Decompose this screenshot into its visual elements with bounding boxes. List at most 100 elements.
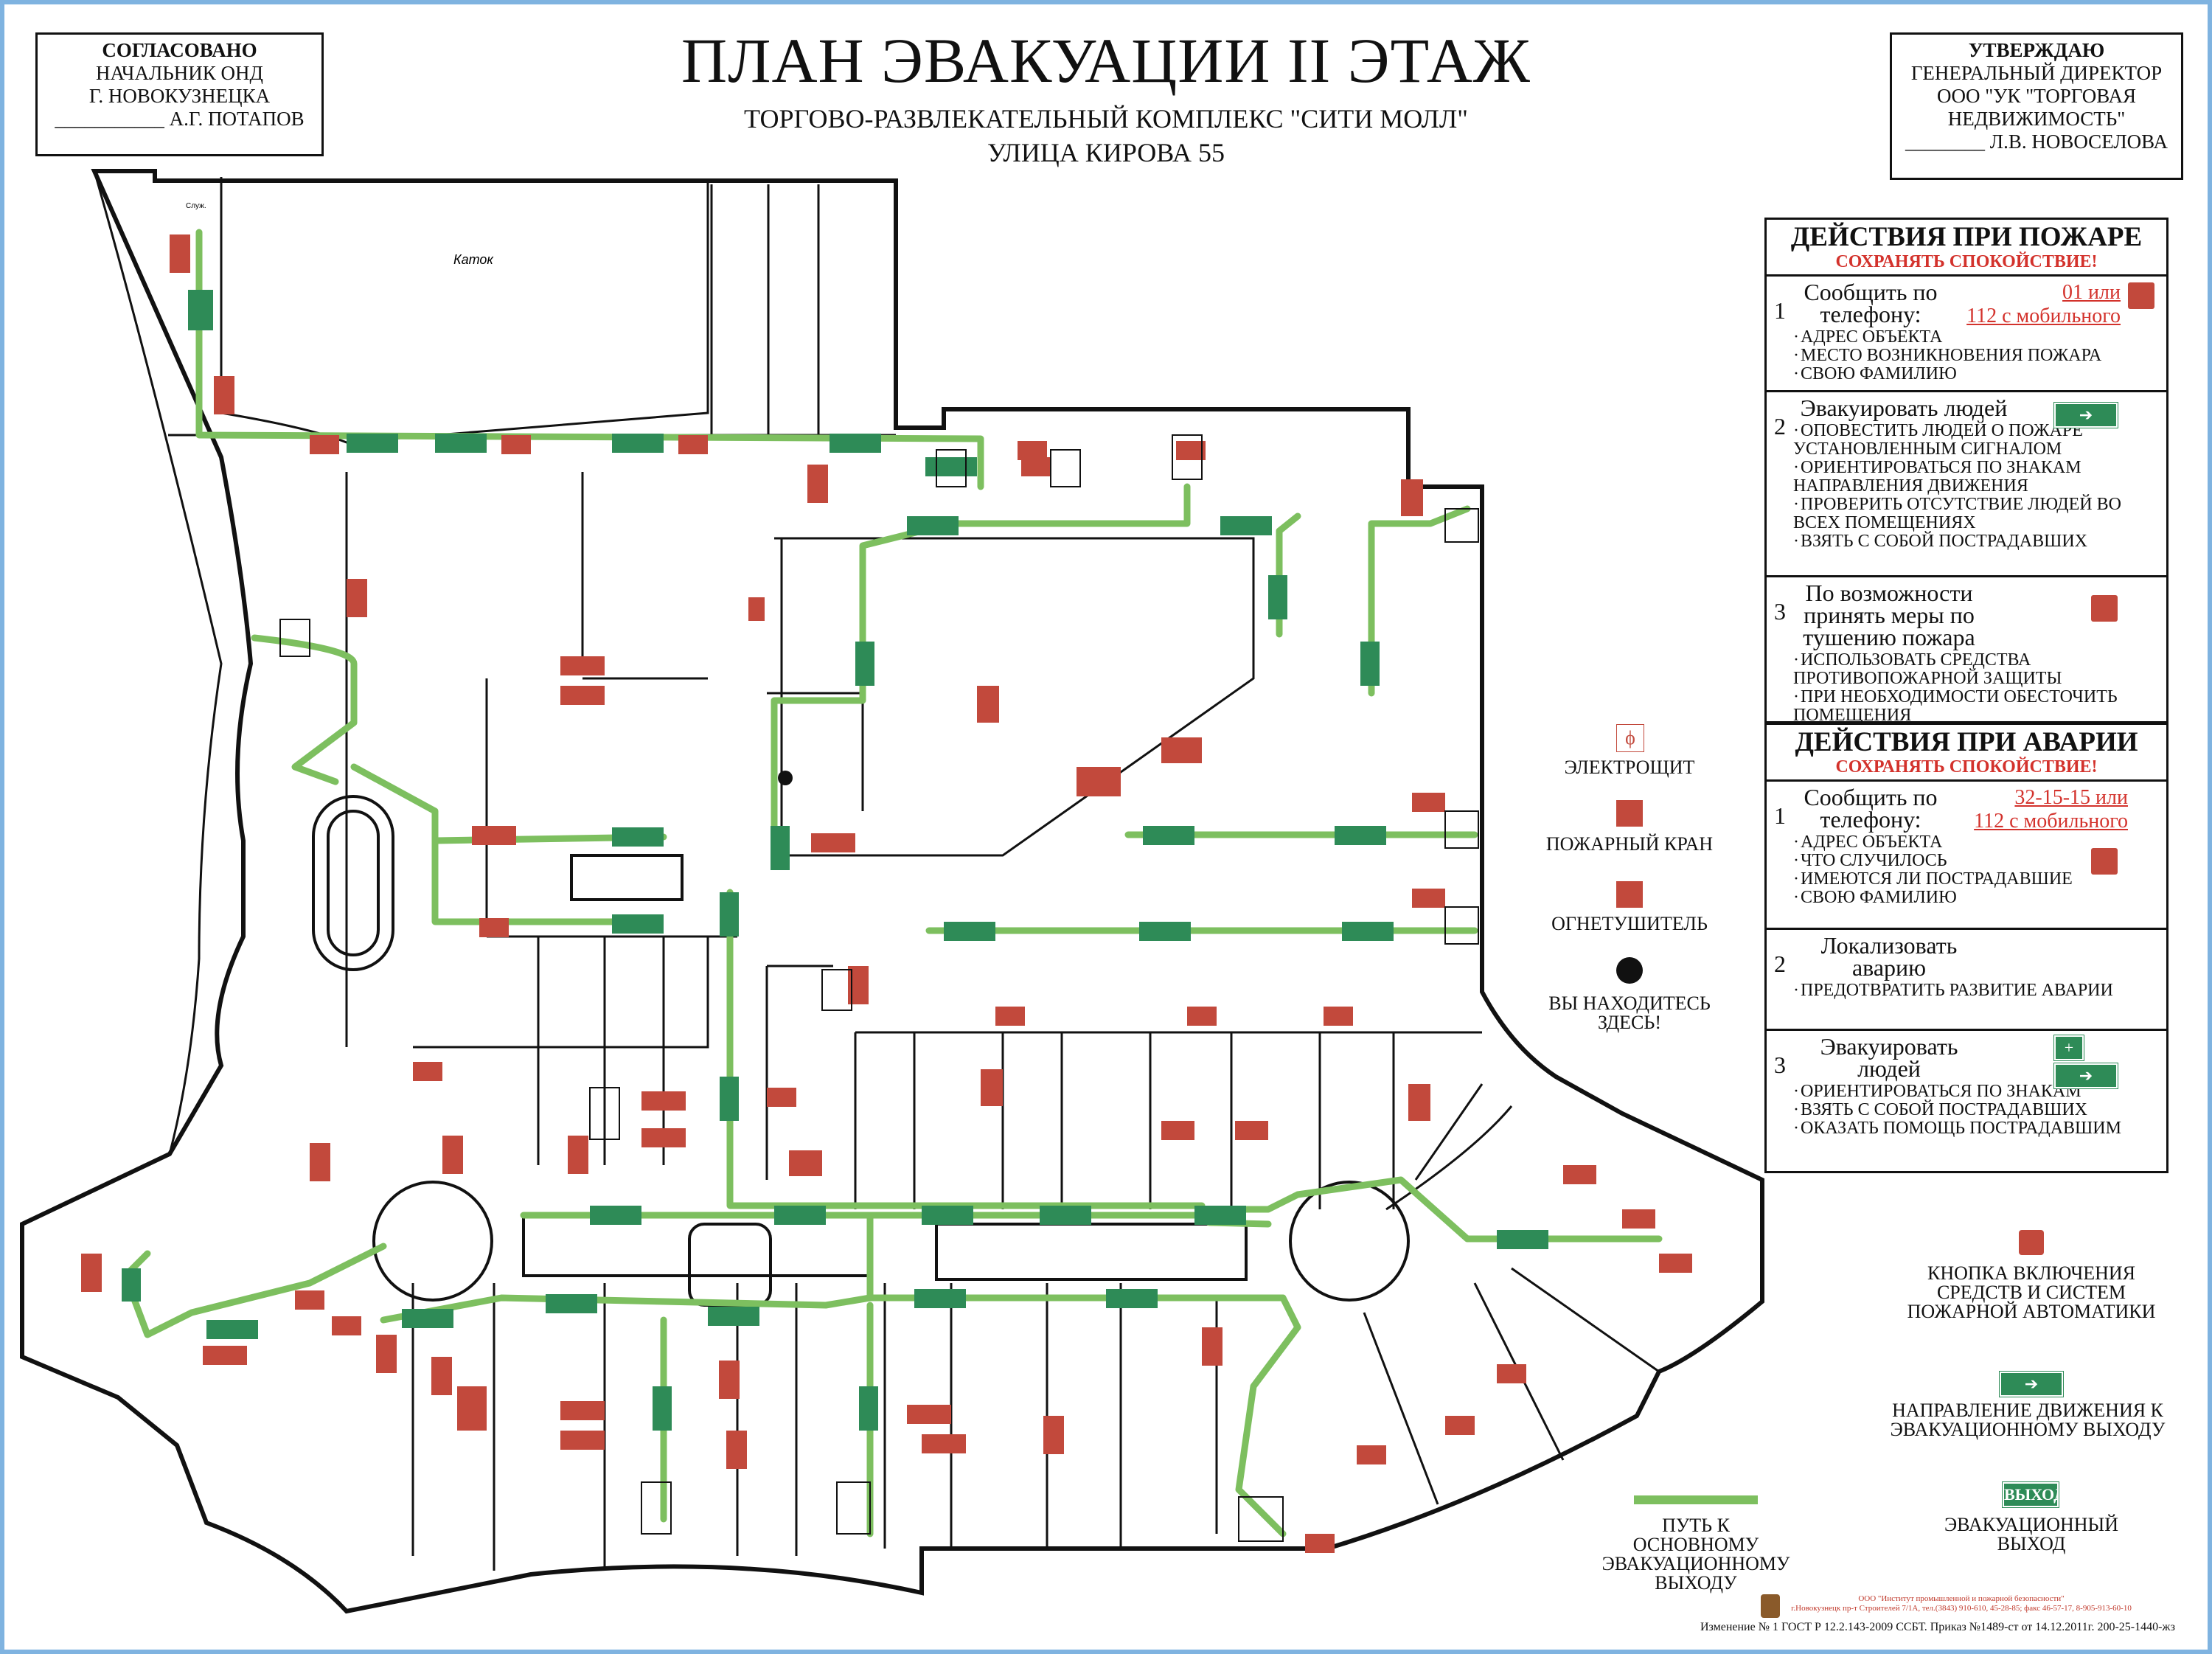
list-item: ВЗЯТЬ С СОБОЙ ПОСТРАДАВШИХ	[1793, 532, 2159, 551]
page-title: ПЛАН ЭВАКУАЦИИ II ЭТАЖ	[681, 25, 1531, 96]
phone-number: 01 или	[2062, 281, 2121, 304]
alarm-button-icon	[2019, 1230, 2044, 1255]
fire-equipment	[81, 234, 1692, 1553]
accident-step-1: 1 Сообщить по телефону: 32-15-15 или 112…	[1767, 782, 2166, 930]
phone-icon	[2091, 848, 2118, 875]
exit-sign-icon: ВЫХОД	[2002, 1481, 2065, 1508]
fire-hydrant-icon	[1616, 800, 1643, 827]
step-list: ОРИЕНТИРОВАТЬСЯ ПО ЗНАКАМ ВЗЯТЬ С СОБОЙ …	[1793, 1083, 2159, 1138]
step-list: АДРЕС ОБЪЕКТА МЕСТО ВОЗНИКНОВЕНИЯ ПОЖАРА…	[1793, 328, 2159, 383]
step-list: АДРЕС ОБЪЕКТА ЧТО СЛУЧИЛОСЬ ИМЕЮТСЯ ЛИ П…	[1793, 833, 2159, 907]
step-number: 2	[1774, 951, 1786, 977]
fire-actions-heading: ДЕЙСТВИЯ ПРИ ПОЖАРЕ	[1790, 222, 2143, 252]
extinguisher-icon	[2091, 595, 2118, 622]
accident-actions-heading: ДЕЙСТВИЯ ПРИ АВАРИИ	[1795, 727, 2138, 757]
page-subtitle: ТОРГОВО-РАЗВЛЕКАТЕЛЬНЫЙ КОМПЛЕКС "СИТИ М…	[744, 104, 1468, 133]
list-item: ОКАЗАТЬ ПОМОЩЬ ПОСТРАДАВШИМ	[1793, 1119, 2159, 1138]
floor-plan: Каток Служ.	[20, 169, 1764, 1614]
phone-icon	[2128, 282, 2154, 309]
list-item: МЕСТО ВОЗНИКНОВЕНИЯ ПОЖАРА	[1793, 347, 2159, 365]
fire-step-3: 3 По возможности принять меры по тушению…	[1767, 577, 2166, 725]
list-item: ПРЕДОТВРАТИТЬ РАЗВИТИЕ АВАРИИ	[1793, 981, 2159, 1000]
step-text: Сообщить по телефону:	[1804, 784, 1938, 833]
exit-direction-icon: ➔	[2053, 402, 2118, 428]
step-list: ПРЕДОТВРАТИТЬ РАЗВИТИЕ АВАРИИ	[1793, 981, 2159, 1000]
electric-panel-icon: ϕ	[1616, 724, 1644, 752]
approval-city: Г. НОВОКУЗНЕЦКА	[88, 85, 271, 107]
legend-main-path: ПУТЬ К ОСНОВНОМУ ЭВАКУАЦИОННОМУ ВЫХОДУ	[1601, 1515, 1790, 1594]
list-item: ПРИ НЕОБХОДИМОСТИ ОБЕСТОЧИТЬ ПОМЕЩЕНИЯ	[1793, 688, 2159, 725]
list-item: ОРИЕНТИРОВАТЬСЯ ПО ЗНАКАМ НАПРАВЛЕНИЯ ДВ…	[1793, 459, 2159, 496]
approval-position: НАЧАЛЬНИК ОНД	[96, 62, 263, 84]
legend-exit: ЭВАКУАЦИОННЫЙ ВЫХОД	[1944, 1514, 2119, 1554]
accident-step-3: 3 Эвакуировать людей + ➔ ОРИЕНТИРОВАТЬСЯ…	[1767, 1031, 2166, 1155]
direction-sign-icon: ➔	[1999, 1371, 2064, 1397]
approval-company-2: НЕДВИЖИМОСТЬ"	[1947, 108, 2126, 130]
exit-direction-icon: ➔	[2053, 1063, 2118, 1089]
legend-electric-panel: ЭЛЕКТРОЩИТ	[1564, 757, 1695, 778]
step-number: 2	[1774, 413, 1786, 439]
extinguisher-icon	[1616, 881, 1643, 908]
fire-calm-text: СОХРАНЯТЬ СПОКОЙСТВИЕ!	[1767, 252, 2166, 277]
step-text: По возможности принять меры по тушению п…	[1803, 580, 1975, 650]
step-text: Эвакуировать людей	[1820, 1033, 1958, 1082]
legend-extinguisher: ОГНЕТУШИТЕЛЬ	[1551, 913, 1708, 934]
approval-stamp-right: УТВЕРЖДАЮ ГЕНЕРАЛЬНЫЙ ДИРЕКТОР ООО "УК "…	[1890, 32, 2183, 180]
list-item: АДРЕС ОБЪЕКТА	[1793, 833, 2159, 852]
fire-step-1: 1 Сообщить по телефону: 01 или 112 с моб…	[1767, 277, 2166, 392]
stairs	[279, 434, 1479, 1542]
list-item: ИМЕЮТСЯ ЛИ ПОСТРАДАВШИЕ	[1793, 870, 2159, 889]
footer-org-name: ООО "Институт промышленной и пожарной бе…	[1858, 1594, 2065, 1603]
approval-heading: УТВЕРЖДАЮ	[1968, 39, 2105, 61]
rink-label: Каток	[453, 252, 494, 267]
list-item: ОПОВЕСТИТЬ ЛЮДЕЙ О ПОЖАРЕ УСТАНОВЛЕННЫМ …	[1793, 422, 2159, 459]
phone-number: 32-15-15 или	[2014, 786, 2128, 809]
service-room-label: Служ.	[186, 202, 206, 210]
outer-walls	[20, 169, 1764, 1614]
inner-walls	[93, 170, 1660, 1571]
legend-fire-hydrant: ПОЖАРНЫЙ КРАН	[1545, 833, 1714, 855]
footer-standard: Изменение № 1 ГОСТ Р 12.2.143-2009 ССБТ.…	[1700, 1621, 2175, 1633]
you-are-here-marker	[778, 771, 793, 785]
legend-alarm-button: КНОПКА ВКЛЮЧЕНИЯ СРЕДСТВ И СИСТЕМ ПОЖАРН…	[1907, 1262, 2156, 1322]
accident-step-2: 2 Локализовать аварию ПРЕДОТВРАТИТЬ РАЗВ…	[1767, 930, 2166, 1031]
approval-signature: ________ Л.В. НОВОСЕЛОВА	[1905, 131, 2168, 153]
special-areas	[312, 795, 1410, 1307]
list-item: СВОЮ ФАМИЛИЮ	[1793, 889, 2159, 907]
footer-organization: ООО "Институт промышленной и пожарной бе…	[1755, 1594, 2168, 1613]
approval-company: ООО "УК "ТОРГОВАЯ	[1936, 85, 2137, 107]
fire-actions-panel: ДЕЙСТВИЯ ПРИ ПОЖАРЕ СОХРАНЯТЬ СПОКОЙСТВИ…	[1764, 218, 2168, 725]
step-text: Сообщить по телефону:	[1804, 279, 1938, 327]
main-path-line-icon	[1634, 1495, 1758, 1504]
list-item: ВЗЯТЬ С СОБОЙ ПОСТРАДАВШИХ	[1793, 1101, 2159, 1119]
step-list: ОПОВЕСТИТЬ ЛЮДЕЙ О ПОЖАРЕ УСТАНОВЛЕННЫМ …	[1793, 422, 2159, 551]
you-are-here-icon	[1616, 957, 1643, 984]
accident-actions-panel: ДЕЙСТВИЯ ПРИ АВАРИИ СОХРАНЯТЬ СПОКОЙСТВИ…	[1764, 723, 2168, 1173]
phone-number-mobile: 112 с мобильного	[1974, 810, 2128, 833]
evacuation-paths	[122, 229, 1663, 1537]
list-item: ЧТО СЛУЧИЛОСЬ	[1793, 852, 2159, 870]
phone-number-mobile: 112 с мобильного	[1966, 305, 2121, 327]
list-item: СВОЮ ФАМИЛИЮ	[1793, 365, 2159, 383]
step-text: Локализовать аварию	[1820, 932, 1958, 981]
list-item: АДРЕС ОБЪЕКТА	[1793, 328, 2159, 347]
legend-direction: НАПРАВЛЕНИЕ ДВИЖЕНИЯ К ЭВАКУАЦИОННОМУ ВЫ…	[1890, 1400, 2166, 1440]
step-number: 1	[1774, 297, 1786, 324]
city-emblem-icon	[1761, 1594, 1780, 1618]
approval-position: ГЕНЕРАЛЬНЫЙ ДИРЕКТОР	[1910, 62, 2163, 84]
approval-stamp-left: СОГЛАСОВАНО НАЧАЛЬНИК ОНД Г. НОВОКУЗНЕЦК…	[35, 32, 324, 156]
legend-you-are-here: ВЫ НАХОДИТЕСЬ ЗДЕСЬ!	[1548, 993, 1711, 1033]
step-number: 3	[1774, 598, 1786, 625]
list-item: ПРОВЕРИТЬ ОТСУТСТВИЕ ЛЮДЕЙ ВО ВСЕХ ПОМЕЩ…	[1793, 496, 2159, 532]
list-item: ИСПОЛЬЗОВАТЬ СРЕДСТВА ПРОТИВОПОЖАРНОЙ ЗА…	[1793, 651, 2159, 688]
approval-heading: СОГЛАСОВАНО	[102, 39, 257, 61]
first-aid-icon: +	[2053, 1035, 2084, 1061]
step-number: 3	[1774, 1052, 1786, 1078]
accident-calm-text: СОХРАНЯТЬ СПОКОЙСТВИЕ!	[1767, 757, 2166, 782]
exit-signs	[122, 290, 1548, 1431]
footer-org-contacts: г.Новокузнецк пр-т Строителей 7/1А, тел.…	[1791, 1604, 2132, 1613]
fire-step-2: 2 Эвакуировать людей ➔ ОПОВЕСТИТЬ ЛЮДЕЙ …	[1767, 392, 2166, 577]
approval-signature: ___________ А.Г. ПОТАПОВ	[55, 108, 305, 130]
step-list: ИСПОЛЬЗОВАТЬ СРЕДСТВА ПРОТИВОПОЖАРНОЙ ЗА…	[1793, 651, 2159, 725]
step-number: 1	[1774, 802, 1786, 829]
